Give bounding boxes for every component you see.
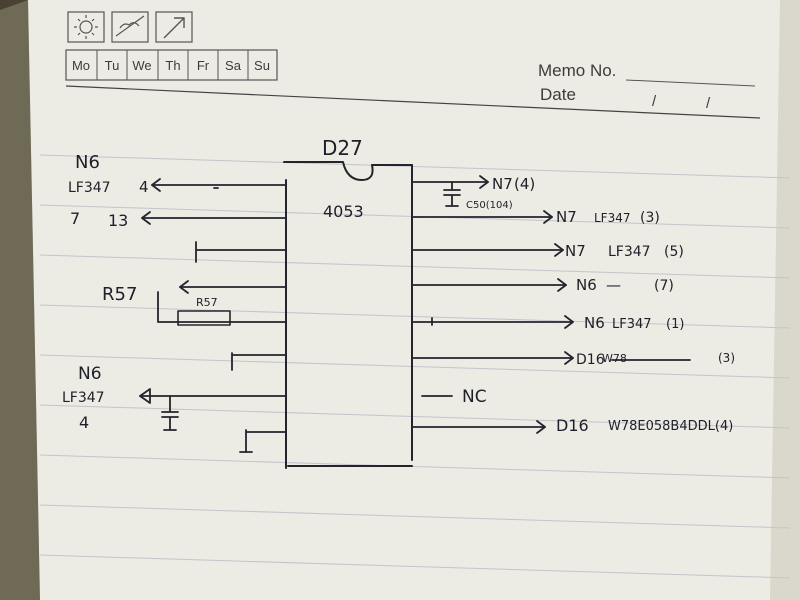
right-r1-net: N7 — [492, 175, 513, 193]
date-separator-1: / — [652, 93, 657, 110]
chip-d27 — [283, 161, 413, 469]
left-resistor-inner: R57 — [196, 296, 218, 309]
right-r4-pin: (7) — [654, 278, 674, 294]
weekday-row: Mo Tu We Th Fr Sa Su — [65, 49, 278, 81]
left-row2-left: 7 — [70, 209, 80, 228]
weekday-mo: Mo — [72, 58, 90, 73]
left-bot-pin: 4 — [79, 413, 89, 432]
left-top-net: N6 — [75, 152, 100, 173]
right-r4-dash: — — [606, 276, 621, 294]
date-label: Date — [540, 85, 576, 104]
page-edge — [0, 0, 40, 600]
right-r8-part: W78E058B4DDL(4) — [608, 419, 733, 434]
rain-icon — [155, 11, 193, 43]
memo-label: Memo No. — [538, 61, 616, 80]
right-r2-net: N7 — [556, 208, 577, 226]
sun-icon — [67, 11, 105, 43]
notebook-page — [28, 0, 800, 600]
right-r5-pin: (1) — [666, 317, 684, 332]
right-r3-pin: (5) — [664, 244, 684, 260]
left-bot-part: LF347 — [62, 390, 105, 406]
left-bot-net: N6 — [78, 364, 102, 384]
weekday-th: Th — [165, 58, 180, 73]
left-wires — [139, 178, 287, 453]
right-r2-pin: (3) — [640, 210, 660, 226]
chip-ref: D27 — [322, 136, 363, 160]
right-r5-part: LF347 — [612, 317, 652, 332]
weekday-su: Su — [254, 58, 270, 73]
right-r3-net: N7 — [565, 242, 586, 260]
right-r3-part: LF347 — [608, 244, 651, 260]
weekday-tu: Tu — [105, 58, 120, 73]
right-r4-net: N6 — [576, 276, 597, 294]
page-shadow — [770, 0, 800, 600]
chip-part: 4053 — [323, 202, 364, 221]
memo-underline — [625, 79, 756, 87]
right-r6-part: W78 — [602, 352, 627, 365]
weekday-sa: Sa — [225, 58, 242, 73]
left-top-pin: 4 — [139, 178, 149, 196]
right-r1-pin: (4) — [514, 175, 535, 193]
right-r7-label: NC — [462, 387, 487, 407]
weekday-fr: Fr — [197, 58, 210, 73]
right-r1-cap: C50(104) — [466, 200, 513, 211]
header-rule — [65, 85, 761, 119]
weekday-we: We — [132, 58, 151, 73]
right-r2-part: LF347 — [594, 211, 631, 225]
date-separator-2: / — [706, 95, 711, 112]
right-r8-net: D16 — [556, 416, 589, 435]
cloudy-icon — [111, 11, 149, 43]
right-r5-net: N6 — [584, 314, 605, 332]
left-top-part: LF347 — [68, 180, 111, 196]
left-row2-right: 13 — [108, 211, 128, 230]
right-wires — [411, 175, 691, 434]
left-resistor-ext: R57 — [102, 284, 137, 305]
right-r6-pin: (3) — [718, 351, 735, 365]
right-r6-net: D16 — [576, 352, 605, 368]
